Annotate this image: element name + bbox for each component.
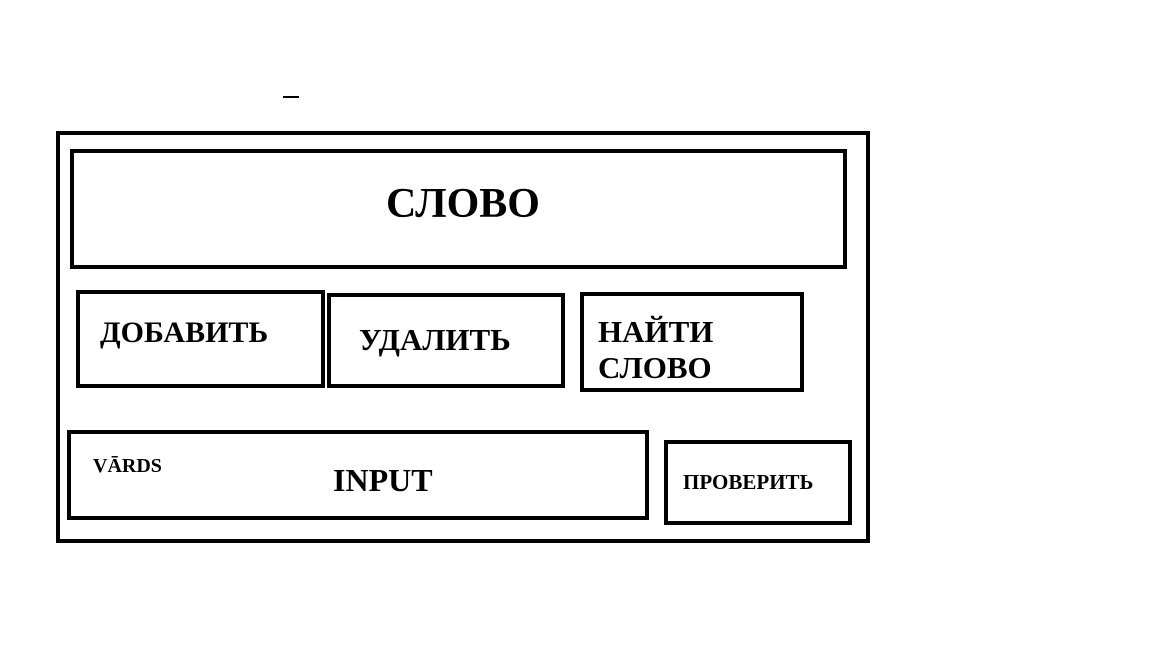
add-button[interactable]: ДОБАВИТЬ: [76, 290, 325, 388]
delete-button-label: УДАЛИТЬ: [359, 322, 511, 357]
word-input-value: INPUT: [333, 462, 433, 498]
word-input-field[interactable]: VĀRDS INPUT: [67, 430, 649, 520]
dash-mark: [283, 96, 299, 98]
delete-button[interactable]: УДАЛИТЬ: [327, 293, 565, 388]
check-button[interactable]: ПРОВЕРИТЬ: [664, 440, 852, 525]
word-display: СЛОВО: [70, 149, 847, 269]
word-input-label: VĀRDS: [93, 455, 162, 477]
add-button-label: ДОБАВИТЬ: [100, 316, 269, 349]
word-display-text: СЛОВО: [386, 181, 540, 227]
find-word-button[interactable]: НАЙТИ СЛОВО: [580, 292, 804, 392]
find-word-button-label: НАЙТИ СЛОВО: [598, 314, 798, 386]
app-frame: [56, 131, 870, 543]
find-word-button-line1: НАЙТИ: [598, 314, 714, 349]
check-button-label: ПРОВЕРИТЬ: [683, 470, 814, 494]
find-word-button-line2: СЛОВО: [598, 350, 712, 385]
